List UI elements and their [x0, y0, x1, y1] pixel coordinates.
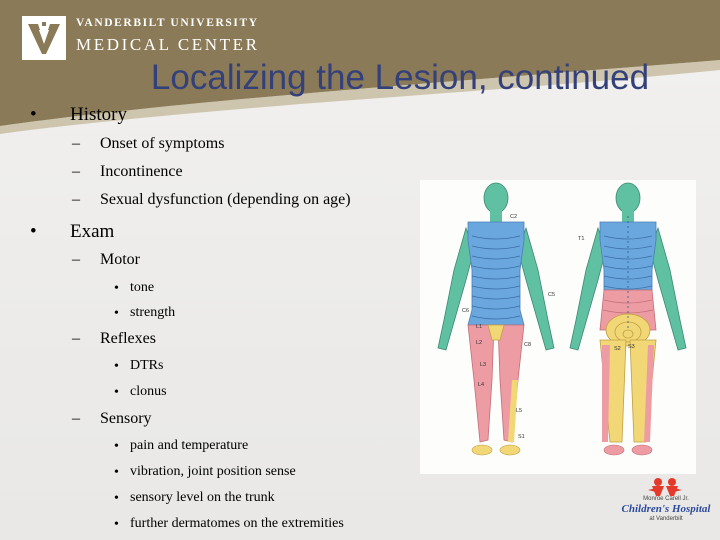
dash-marker: – — [72, 135, 80, 152]
dermatome-label: S1 — [518, 434, 525, 440]
header-band-fill — [0, 0, 720, 126]
dermatome-label: L1 — [476, 324, 482, 330]
bullet-text-level-3: pain and temperature — [130, 438, 249, 453]
dash-marker: – — [72, 251, 80, 268]
header-band — [0, 0, 720, 134]
bullet-text-level-2: Sexual dysfunction (depending on age) — [100, 191, 351, 208]
dermatome-label: L2 — [476, 340, 482, 346]
front-body — [437, 182, 555, 456]
dermatome-label: L4 — [478, 382, 484, 388]
bullet-text-level-3: DTRs — [130, 358, 164, 373]
bullet-text-level-1: History — [70, 104, 127, 125]
bullet-text-level-2: Incontinence — [100, 163, 183, 180]
bullet-text-level-1: Exam — [70, 221, 115, 242]
header-band-highlight — [0, 60, 720, 134]
dash-marker: – — [72, 191, 80, 208]
bullet-text-level-3: sensory level on the trunk — [130, 490, 275, 505]
dash-marker: – — [72, 410, 80, 427]
bullet-marker: • — [114, 491, 119, 506]
dash-marker: – — [72, 330, 80, 347]
bullet-text-level-3: vibration, joint position sense — [130, 464, 296, 479]
bullet-text-level-3: further dermatomes on the extremities — [130, 516, 344, 531]
bullet-marker: • — [114, 385, 119, 400]
dash-marker: – — [72, 163, 80, 180]
bullet-text-level-2: Reflexes — [100, 330, 156, 347]
logo-wordmark: VANDERBILT UNIVERSITY MEDICAL CENTER — [76, 16, 260, 56]
bullet-marker: • — [114, 359, 119, 374]
childrens-hospital-figures-icon — [648, 478, 682, 496]
logo-university-name: VANDERBILT UNIVERSITY — [76, 17, 259, 29]
vanderbilt-v-logo-icon — [22, 16, 66, 60]
bullet-text-level-3: strength — [130, 305, 176, 320]
dermatome-label: C5 — [548, 292, 555, 298]
slide-title: Localizing the Lesion, continued — [150, 58, 650, 97]
back-body — [569, 182, 687, 456]
bullet-marker: • — [114, 281, 119, 296]
childrens-hospital-logo: Monroe Carell Jr. Children's Hospital at… — [620, 476, 712, 536]
dermatome-label: C2 — [510, 214, 517, 220]
dermatome-label: T1 — [578, 236, 584, 242]
logo-medical-center: MEDICAL CENTER — [76, 35, 260, 54]
childrens-logo-line1: Monroe Carell Jr. — [643, 496, 689, 502]
bullet-text-level-3: clonus — [130, 384, 167, 399]
bullet-text-level-2: Motor — [100, 251, 140, 268]
bullet-text-level-2: Sensory — [100, 410, 152, 427]
bullet-marker: • — [114, 306, 119, 321]
childrens-logo-line3: at Vanderbilt — [649, 516, 683, 522]
dermatome-label: L3 — [480, 362, 486, 368]
bullet-marker: • — [30, 221, 37, 242]
bullet-marker: • — [114, 439, 119, 454]
dermatome-label: C6 — [462, 308, 469, 314]
bullet-text-level-3: tone — [130, 280, 155, 295]
bullet-text-level-2: Onset of symptoms — [100, 135, 225, 152]
dermatome-label: L5 — [516, 408, 522, 414]
childrens-logo-line2: Children's Hospital — [621, 503, 711, 515]
bullet-marker: • — [30, 104, 37, 125]
bullet-marker: • — [114, 517, 119, 532]
dermatome-label: S2 — [614, 346, 621, 352]
dermatome-label: S3 — [628, 344, 635, 350]
dermatome-label: C8 — [524, 342, 531, 348]
bullet-marker: • — [114, 465, 119, 480]
